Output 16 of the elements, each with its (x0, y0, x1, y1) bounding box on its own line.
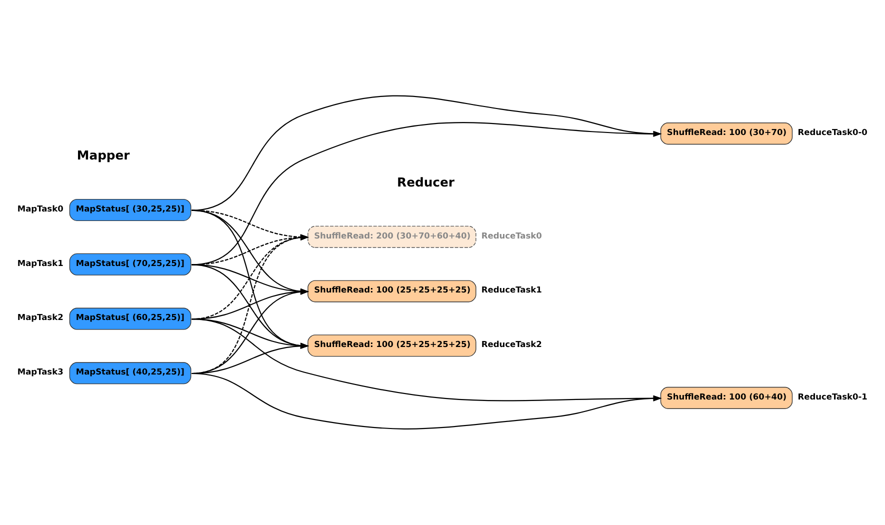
arrow (192, 318, 309, 349)
node-label: MapTask1 (17, 258, 64, 268)
node-label: ReduceTask2 (481, 339, 542, 350)
node-label: MapTask2 (17, 312, 64, 322)
label: Reducer (397, 174, 454, 190)
arrow (192, 95, 662, 211)
label: Mapper (76, 148, 130, 163)
arrow (192, 318, 662, 402)
node-label: ReduceTask0-1 (798, 391, 868, 402)
arrow (192, 343, 309, 374)
arrow (192, 122, 662, 266)
node-label: MapTask0 (17, 203, 64, 214)
node-label: MapTask3 (17, 366, 64, 377)
node-label: ReduceTask1 (481, 284, 542, 295)
node-label: ReduceTask0-0 (798, 127, 868, 138)
node-label: ReduceTask0 (481, 230, 542, 240)
